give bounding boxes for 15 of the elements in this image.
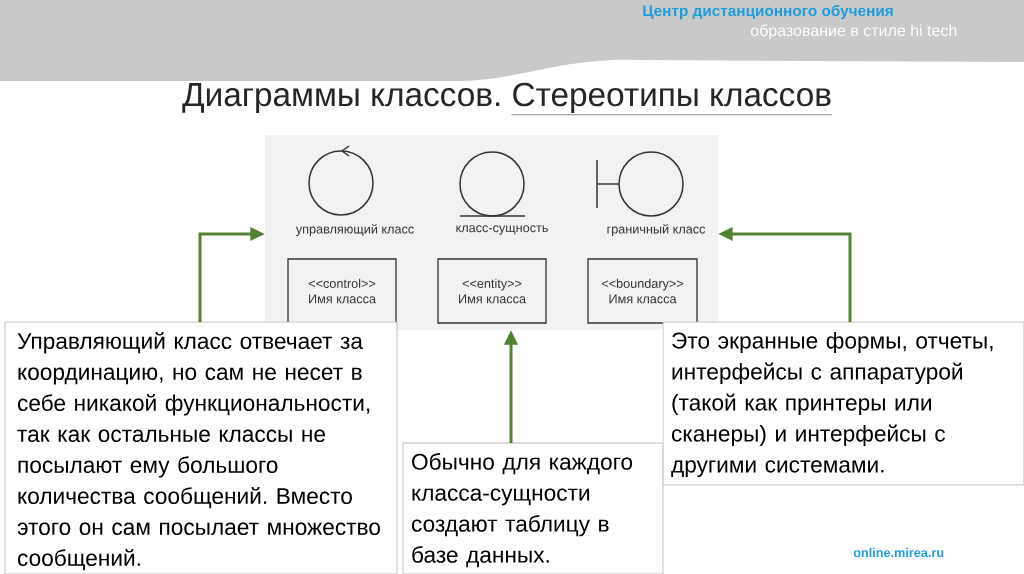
entity-class-icon xyxy=(459,151,526,217)
slide-title: Диаграммы классов. Стереотипы классов xyxy=(182,82,833,116)
header-text: Центр дистанционного обучения xyxy=(643,4,893,20)
web-address: online.mirea.ru xyxy=(853,547,944,558)
note-box: Управляющий класс отвечает за координацию, но сам не несет в себе никакой функциональности, так как остальные классы не посылают ему большого количества сообщений. Вместо этого он сам посылает множество сообщений. xyxy=(4,321,398,574)
class-box: <<entity>> Имя класса xyxy=(437,258,547,324)
icon-caption: граничный класс xyxy=(607,223,706,236)
control-class-icon xyxy=(308,145,374,216)
icon-caption: класс-сущность xyxy=(456,225,548,235)
diagram-panel xyxy=(265,135,718,330)
class-box: <<boundary>> Имя класса xyxy=(587,258,698,324)
icon-caption: управляющий класс xyxy=(295,223,414,236)
note-box: Это экранные формы, отчеты, интерфейсы с аппаратурой (такой как принтеры или сканеры) и интерфейсы с другими системами. xyxy=(662,321,1024,486)
note-box: Обычно для каждого класса-сущности создают таблицу в базе данных. xyxy=(402,442,664,574)
boundary-class-icon xyxy=(596,151,684,217)
